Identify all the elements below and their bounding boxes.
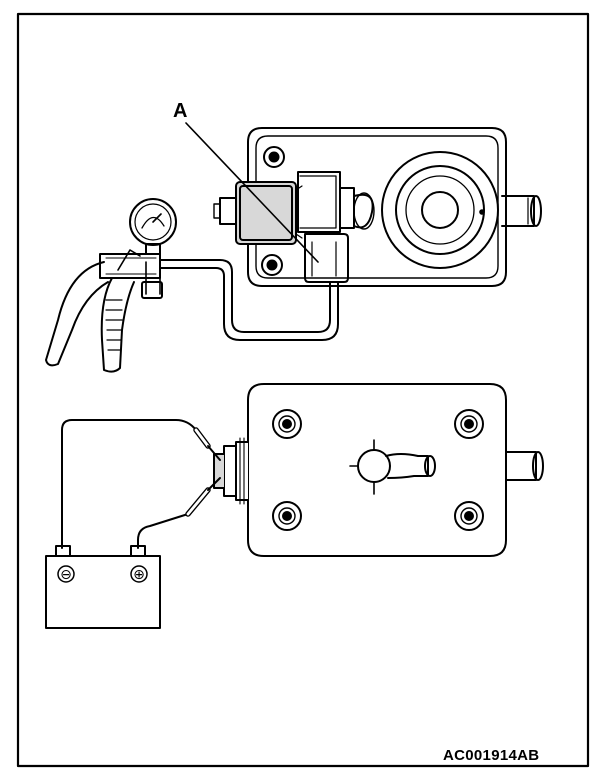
battery bbox=[45, 545, 161, 629]
pump-lever-handle bbox=[100, 277, 135, 373]
positive-test-lead bbox=[137, 513, 189, 549]
canister-nozzle bbox=[501, 195, 535, 227]
rear-bolt-bl bbox=[272, 501, 302, 531]
callout-a-leader bbox=[185, 122, 319, 263]
canister-outer bbox=[381, 151, 499, 269]
figure-frame bbox=[16, 12, 590, 768]
valve-rear-plate bbox=[247, 383, 507, 557]
battery-case bbox=[45, 555, 161, 629]
center-port bbox=[357, 449, 391, 483]
upper-assembly bbox=[185, 122, 542, 287]
valve-connector bbox=[213, 437, 249, 505]
solenoid-valve bbox=[213, 171, 375, 283]
pump-fixed-handle bbox=[45, 261, 109, 367]
negative-test-lead bbox=[61, 419, 197, 549]
rear-bolt-tr bbox=[454, 409, 484, 439]
bolt-hole-upper bbox=[263, 146, 285, 168]
rear-bolt-br bbox=[454, 501, 484, 531]
battery-negative-post bbox=[55, 545, 71, 557]
battery-positive-post bbox=[130, 545, 146, 557]
callout-label-a: A bbox=[173, 100, 188, 122]
vacuum-hose bbox=[159, 259, 331, 333]
bolt-hole-lower bbox=[261, 254, 283, 276]
lower-assembly bbox=[45, 383, 544, 629]
battery-negative-symbol: ⊖ bbox=[60, 567, 72, 583]
vacuum-pump bbox=[45, 198, 339, 373]
center-port-tube bbox=[385, 453, 429, 479]
figure-id: AC001914AB bbox=[443, 747, 540, 764]
rear-bolt-tl bbox=[272, 409, 302, 439]
mounting-bracket bbox=[247, 127, 507, 287]
battery-positive-symbol: ⊕ bbox=[133, 567, 145, 583]
